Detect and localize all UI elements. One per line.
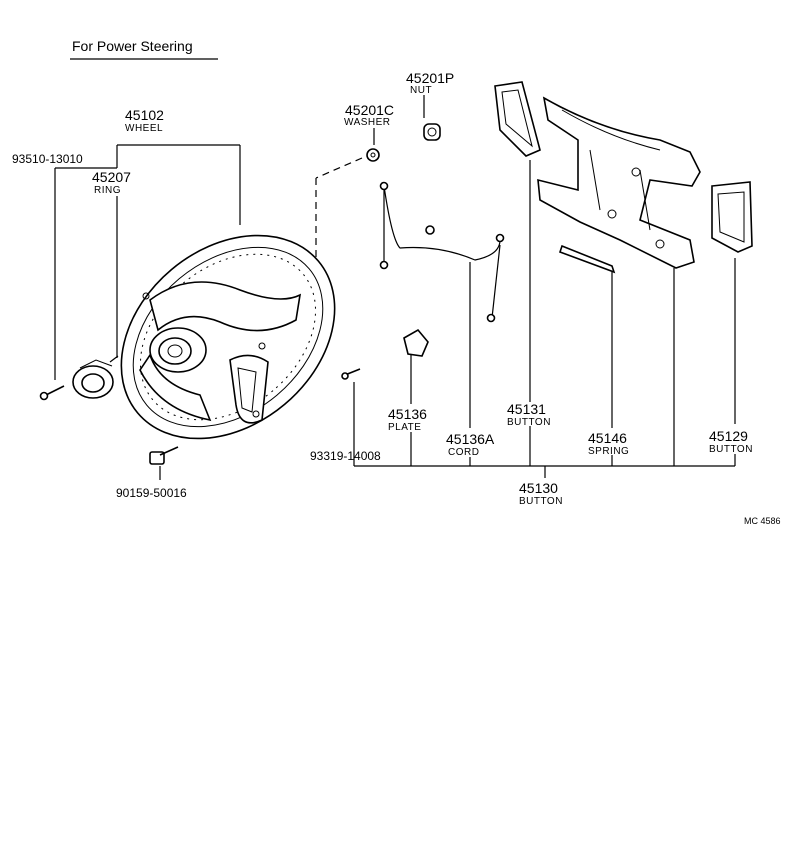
steering-wheel-drawing: [120, 234, 336, 440]
label-93319-14008: 93319-14008: [310, 449, 381, 463]
label-45102: 45102 WHEEL: [125, 107, 164, 134]
svg-text:SPRING: SPRING: [588, 446, 629, 457]
svg-text:93319-14008: 93319-14008: [310, 449, 381, 463]
svg-text:45207: 45207: [92, 169, 131, 185]
label-45131: 45131 BUTTON: [507, 401, 551, 428]
svg-text:BUTTON: BUTTON: [507, 417, 551, 428]
svg-text:93510-13010: 93510-13010: [12, 152, 83, 166]
svg-text:45136: 45136: [388, 406, 427, 422]
label-45207: 45207 RING: [92, 169, 131, 196]
label-45136: 45136 PLATE: [388, 406, 427, 433]
svg-text:NUT: NUT: [410, 85, 432, 96]
leader-lines: [54, 95, 736, 480]
svg-text:45131: 45131: [507, 401, 546, 417]
svg-text:PLATE: PLATE: [388, 422, 421, 433]
svg-text:90159-50016: 90159-50016: [116, 486, 187, 500]
label-45136a: 45136A CORD: [446, 431, 495, 458]
svg-text:BUTTON: BUTTON: [709, 444, 753, 455]
header-text: For Power Steering: [72, 38, 193, 54]
svg-text:WHEEL: WHEEL: [125, 123, 163, 134]
svg-text:45130: 45130: [519, 480, 558, 496]
small-parts-drawings: [39, 81, 753, 465]
svg-text:BUTTON: BUTTON: [519, 496, 563, 507]
svg-text:45129: 45129: [709, 428, 748, 444]
label-45130: 45130 BUTTON: [519, 480, 563, 507]
svg-text:RING: RING: [94, 185, 121, 196]
diagram-code: MC 4586: [744, 516, 781, 526]
label-93510-13010: 93510-13010: [12, 152, 83, 166]
label-45201c: 45201C WASHER: [344, 102, 394, 128]
svg-text:45146: 45146: [588, 430, 627, 446]
svg-text:WASHER: WASHER: [344, 117, 391, 128]
svg-text:45136A: 45136A: [446, 431, 495, 447]
label-45129: 45129 BUTTON: [709, 428, 753, 455]
svg-text:45201C: 45201C: [345, 102, 394, 118]
svg-text:45201P: 45201P: [406, 70, 454, 86]
svg-text:45102: 45102: [125, 107, 164, 123]
part-labels: 45102 WHEEL 93510-13010 45207 RING 45201…: [12, 70, 781, 526]
label-45146: 45146 SPRING: [588, 430, 629, 457]
svg-text:CORD: CORD: [448, 447, 479, 458]
label-90159-50016: 90159-50016: [116, 486, 187, 500]
label-45201p: 45201P NUT: [406, 70, 454, 96]
